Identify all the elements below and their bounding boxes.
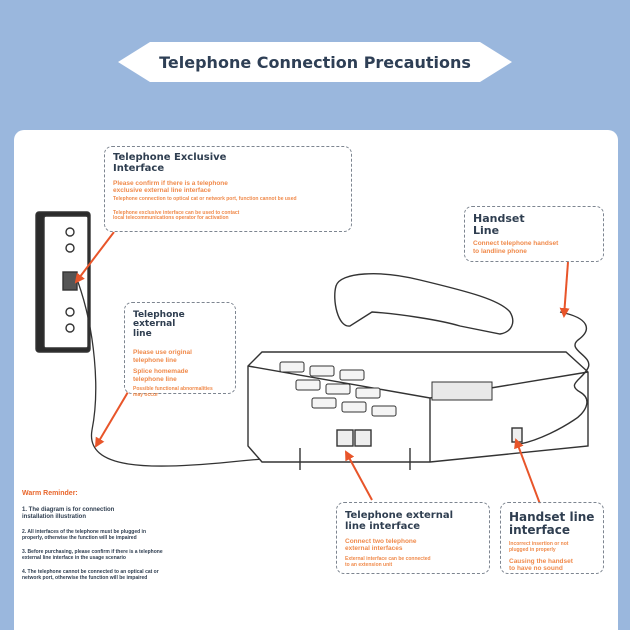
arrow-exclusive: [74, 231, 115, 284]
arrow-ext-iface: [345, 450, 373, 501]
callout-title: Telephone external line interface: [345, 510, 454, 532]
arrow-handset-iface: [514, 438, 541, 505]
callout-text: Causing the handset to have no sound: [509, 557, 573, 573]
callout-text: Please confirm if there is a telephone e…: [113, 180, 228, 195]
reminder-item: 4. The telephone cannot be connected to …: [22, 569, 159, 582]
callout-text: Incorrect insertion or not plugged in pr…: [509, 541, 569, 553]
reminder-item: 1. The diagram is for connection install…: [22, 507, 115, 521]
handset: [334, 273, 514, 335]
callout-text: Splice homemade telephone line: [133, 368, 189, 383]
callout-text: External interface can be connected to a…: [345, 555, 431, 568]
callout-title: Telephone external line: [133, 310, 185, 339]
warm-reminder: Warm Reminder: 1. The diagram is for con…: [22, 490, 212, 589]
callout-handset-line-interface: Handset line interface Incorrect inserti…: [500, 502, 604, 574]
arrow-handset-line: [559, 261, 570, 318]
phone-base: [247, 351, 589, 470]
arrow-external: [94, 391, 129, 448]
title-banner: [118, 42, 512, 82]
callout-text: Connect two telephone external interface…: [345, 538, 417, 553]
callout-title: Telephone Exclusive Interface: [113, 152, 227, 174]
callout-external-line: Telephone external line Please use origi…: [124, 302, 236, 398]
reminder-title: Warm Reminder:: [22, 490, 78, 497]
reminder-item: 3. Before purchasing, please confirm if …: [22, 549, 163, 562]
callout-text: Please use original telephone line: [133, 349, 192, 364]
callout-handset-line: Handset Line Connect telephone handset t…: [464, 206, 604, 262]
callout-exclusive-interface: Telephone Exclusive Interface Please con…: [104, 146, 352, 232]
callout-text: Connect telephone handset to landline ph…: [473, 240, 559, 255]
callout-text: Telephone connection to optical cat or n…: [113, 195, 297, 202]
coiled-handset-cord: [519, 311, 590, 445]
callout-external-line-interface: Telephone external line interface Connec…: [336, 502, 490, 574]
callout-text: Telephone exclusive interface can be use…: [113, 209, 240, 222]
callout-title: Handset Line: [473, 212, 525, 237]
reminder-item: 2. All interfaces of the telephone must …: [22, 529, 146, 542]
wall-jack: [35, 211, 91, 353]
callout-text: Possible functional abnormalities may oc…: [133, 386, 213, 398]
callout-title: Handset line interface: [509, 510, 595, 537]
page-title: Telephone Connection Precautions: [159, 52, 471, 72]
